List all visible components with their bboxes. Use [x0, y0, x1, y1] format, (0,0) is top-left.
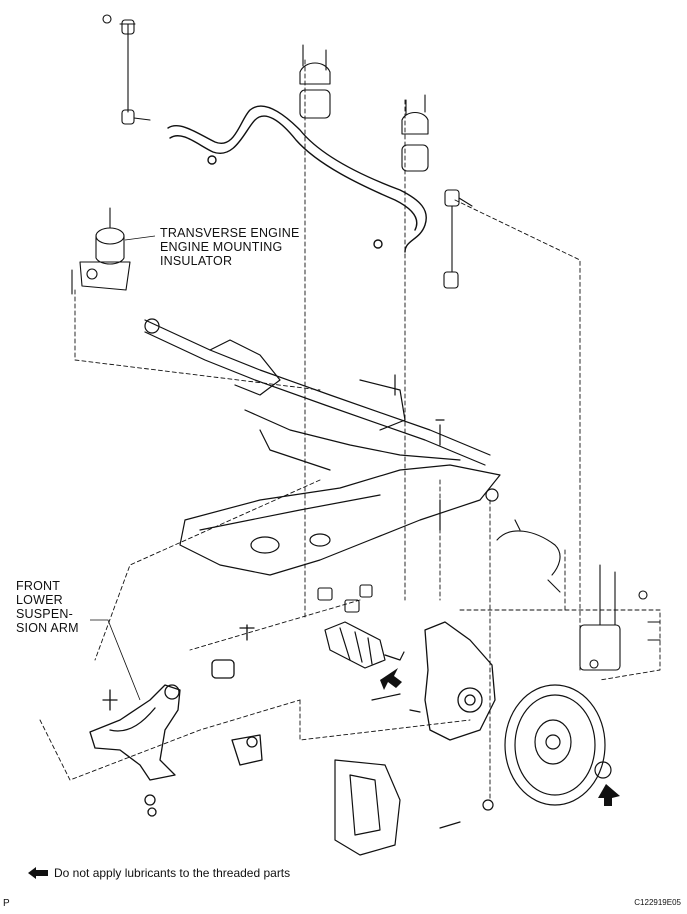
engine-insulator-label: TRANSVERSE ENGINE ENGINE MOUNTING INSULA… [160, 226, 300, 268]
stabilizer-bar [167, 105, 427, 253]
legend-text: Do not apply lubricants to the threaded … [54, 866, 291, 880]
stabilizer-link-left [102, 14, 151, 125]
arrow-icon [598, 784, 620, 806]
page-mark: P [3, 898, 10, 909]
figure-code: C122919E05 [634, 898, 681, 907]
arm-label-leader [90, 619, 141, 701]
engine-mounting-insulator [71, 207, 131, 295]
suspension-crossmember [179, 409, 501, 576]
drive-shaft-end [324, 621, 405, 701]
lower-suspension-arm [89, 624, 263, 817]
mount-nuts [317, 584, 373, 613]
no-lubricant-arrows [380, 668, 620, 806]
arrow-icon [380, 668, 402, 690]
steering-gear [144, 318, 499, 531]
lower-arm-label: FRONT LOWER SUSPEN- SION ARM [16, 579, 79, 635]
brake-disc-rotor [504, 684, 612, 806]
stabilizer-bushings [299, 44, 429, 172]
black-arrow-icon [28, 867, 48, 879]
engine-label-leader [124, 235, 156, 241]
brake-caliper [334, 759, 494, 856]
leader-lines [39, 59, 661, 801]
legend: Do not apply lubricants to the threaded … [28, 866, 290, 880]
stabilizer-link-right [443, 189, 473, 289]
speed-sensor-harness [496, 519, 661, 671]
steering-knuckle [409, 621, 496, 741]
